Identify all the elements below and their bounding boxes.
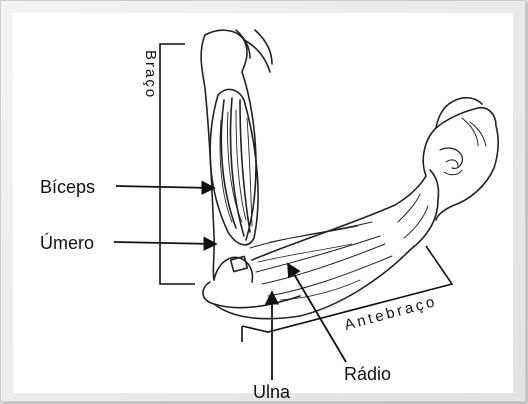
umero-leader [114, 242, 216, 244]
ulna-label: Ulna [253, 382, 291, 402]
braco-region-label: Braço [142, 50, 159, 99]
biceps-leader [116, 186, 214, 188]
biceps-label: Bíceps [40, 177, 95, 197]
radio-leader [288, 264, 346, 362]
umero-label: Úmero [40, 232, 94, 253]
antebraco-region-label: Antebraço [343, 293, 440, 334]
braco-bracket [160, 44, 195, 284]
radio-label: Rádio [344, 364, 391, 384]
arm-illustration [201, 30, 498, 319]
leader-lines [114, 186, 346, 380]
